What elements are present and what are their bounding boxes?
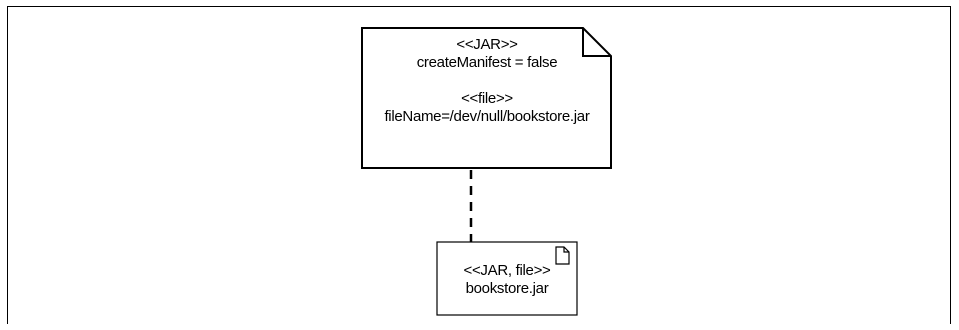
note-stereotype-file: <<file>> <box>461 90 513 107</box>
artifact-content: <<JAR, file>> bookstore.jar <box>437 262 577 298</box>
document-icon <box>555 246 570 265</box>
artifact-stereotype: <<JAR, file>> <box>463 262 551 279</box>
artifact-name: bookstore.jar <box>465 280 549 297</box>
note-fold-corner <box>582 28 611 57</box>
note-shape <box>361 27 612 169</box>
note-spacer <box>362 72 612 90</box>
note-property-filename: fileName=/dev/null/bookstore.jar <box>384 108 590 125</box>
diagram-frame <box>7 6 951 324</box>
artifact-box <box>436 241 578 316</box>
note-stereotype-jar: <<JAR>> <box>456 36 518 53</box>
note-property-create-manifest: createManifest = false <box>416 54 558 71</box>
note-content: <<JAR>> createManifest = false <<file>> … <box>362 36 612 126</box>
